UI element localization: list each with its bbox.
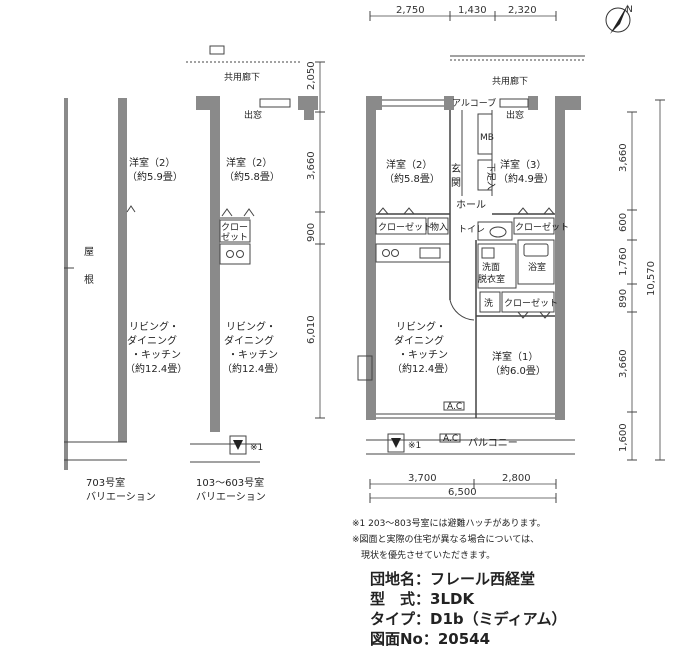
ldk-main-line2: ダイニング <box>394 334 444 347</box>
right-dim-3: 1,760 <box>618 247 629 276</box>
closet-main-3: クローゼット <box>504 297 558 309</box>
variation-703-line2: バリエーション <box>86 491 156 503</box>
note-line-2: ※図面と実際の住宅が異なる場合については、 <box>352 535 540 545</box>
info-no: 図面No：20544 <box>370 628 490 649</box>
info-name-label: 団地名： <box>370 570 431 588</box>
room-1-size: （約6.0畳） <box>490 364 546 377</box>
right-dim-4: 890 <box>618 289 629 308</box>
corridor-main: 共用廊下 <box>492 75 528 87</box>
right-dim-5: 3,660 <box>618 349 629 378</box>
room-2-name: 洋室（2） <box>386 158 432 171</box>
ldk-703-line2: ダイニング <box>127 334 177 347</box>
variation-703-plan: 洋室（2） （約5.9畳） 屋 根 リビング・ ダイニング ・キッチン （約12… <box>64 98 187 503</box>
top-dimension: 2,750 1,430 2,320 <box>369 5 557 21</box>
top-dim-1: 2,750 <box>396 5 425 16</box>
bottom-total: 6,500 <box>448 487 477 498</box>
top-dim-3: 2,320 <box>508 5 537 16</box>
ldk-main-line3: ・キッチン <box>398 349 448 361</box>
room-603-size: （約5.8畳） <box>224 170 280 183</box>
ldk-603-line1: リビング・ <box>226 320 276 333</box>
left-dim-3: 900 <box>306 223 317 242</box>
roof-label-2: 根 <box>84 273 94 286</box>
info-type-value: 3LDK <box>430 590 475 608</box>
right-dim-2: 600 <box>618 213 629 232</box>
stove-icon <box>382 249 399 257</box>
ldk-603-size: （約12.4畳） <box>222 362 284 375</box>
hall-label: ホール <box>456 199 486 211</box>
closet-603-1: クロー <box>221 222 248 233</box>
room-703-name: 洋室（2） <box>129 156 175 169</box>
left-dimension: 2,050 3,660 900 6,010 <box>306 61 325 419</box>
closet-603-2: ゼット <box>221 231 248 243</box>
variation-603-line1: 103〜603号室 <box>196 476 264 489</box>
info-type-label: 型 式： <box>370 590 431 608</box>
room-3-size: （約4.9畳） <box>498 172 554 185</box>
variation-603-plan: 共用廊下 出窓 洋室（2） （約5.8畳） クロー ゼット リビング・ ダイニン… <box>186 45 318 503</box>
main-plan: 共用廊下 アルコーブ 出窓 MB 下足入 玄 関 洋室（2） （約5.8畳） 洋… <box>357 55 585 455</box>
genkan-1: 玄 <box>451 162 461 175</box>
closet-main-2: クローゼット <box>515 221 569 233</box>
right-dim-1: 3,660 <box>618 143 629 172</box>
alcove-label: アルコーブ <box>452 97 496 109</box>
left-dim-1: 2,050 <box>306 61 317 90</box>
shoes-label: 下足入 <box>485 163 496 190</box>
genkan-2: 関 <box>451 177 461 189</box>
bottom-dim-2: 2,800 <box>502 473 531 484</box>
bottom-dim-1: 3,700 <box>408 473 437 484</box>
ldk-603-line3: ・キッチン <box>228 349 278 361</box>
stove-icon <box>226 250 244 258</box>
info-no-value: 20544 <box>437 630 491 648</box>
balcony-label: バルコニー <box>468 437 518 449</box>
svg-text:N: N <box>626 5 633 15</box>
right-dimension: 3,660 600 1,760 890 3,660 1,600 10,570 <box>618 99 665 461</box>
left-dim-4: 6,010 <box>306 315 317 344</box>
toilet-label: トイレ <box>458 225 485 235</box>
room-603-name: 洋室（2） <box>226 156 272 169</box>
north-arrow-icon: N <box>605 4 633 34</box>
info-kind: タイプ：D1b（ミディアム） <box>370 608 567 629</box>
washroom-1: 洗面 <box>482 261 500 273</box>
room-1-name: 洋室（1） <box>492 350 538 363</box>
corridor-603: 共用廊下 <box>224 71 260 83</box>
info-type: 型 式：3LDK <box>370 588 474 609</box>
variation-603-line2: バリエーション <box>196 491 266 503</box>
ldk-703-line3: ・キッチン <box>131 349 181 361</box>
info-name-value: フレール西経堂 <box>430 570 536 588</box>
ldk-603-line2: ダイニング <box>224 334 274 347</box>
entrance-603: 出窓 <box>244 109 262 121</box>
ldk-703-line1: リビング・ <box>129 320 179 333</box>
note-line-1: ※1 203〜803号室には避難ハッチがあります。 <box>352 519 546 529</box>
info-no-label: 図面No： <box>370 630 438 648</box>
wash-label: 洗 <box>484 297 493 309</box>
closet-main-1: クローゼット <box>378 221 432 233</box>
top-dim-2: 1,430 <box>458 5 487 16</box>
bath-label: 浴室 <box>528 261 546 273</box>
variation-703-line1: 703号室 <box>86 476 125 489</box>
roof-label-1: 屋 <box>84 246 94 258</box>
ldk-main-line1: リビング・ <box>396 320 446 333</box>
bottom-dimension: 3,700 2,800 6,500 <box>369 473 557 503</box>
ac-label-2: A.C <box>443 434 458 444</box>
mb-label: MB <box>480 133 494 143</box>
left-dim-2: 3,660 <box>306 151 317 180</box>
ldk-main-size: （約12.4畳） <box>392 362 454 375</box>
right-dim-6: 1,600 <box>618 423 629 452</box>
right-total: 10,570 <box>646 261 657 296</box>
entrance-main: 出窓 <box>506 109 524 121</box>
washroom-2: 脱衣室 <box>478 273 505 285</box>
room-703-size: （約5.9畳） <box>127 170 183 183</box>
info-kind-value: D1b（ミディアム） <box>430 610 567 628</box>
info-name: 団地名：フレール西経堂 <box>370 568 535 589</box>
note-mark-603: ※1 <box>250 443 263 453</box>
room-2-size: （約5.8畳） <box>384 172 440 185</box>
storage-label: 物入 <box>430 221 448 233</box>
ac-label-1: A.C <box>447 402 462 412</box>
ldk-703-size: （約12.4畳） <box>125 362 187 375</box>
room-3-name: 洋室（3） <box>500 158 546 171</box>
note-mark-main: ※1 <box>408 441 421 451</box>
note-line-3: 現状を優先させていただきます。 <box>352 551 496 561</box>
info-kind-label: タイプ： <box>370 610 431 628</box>
